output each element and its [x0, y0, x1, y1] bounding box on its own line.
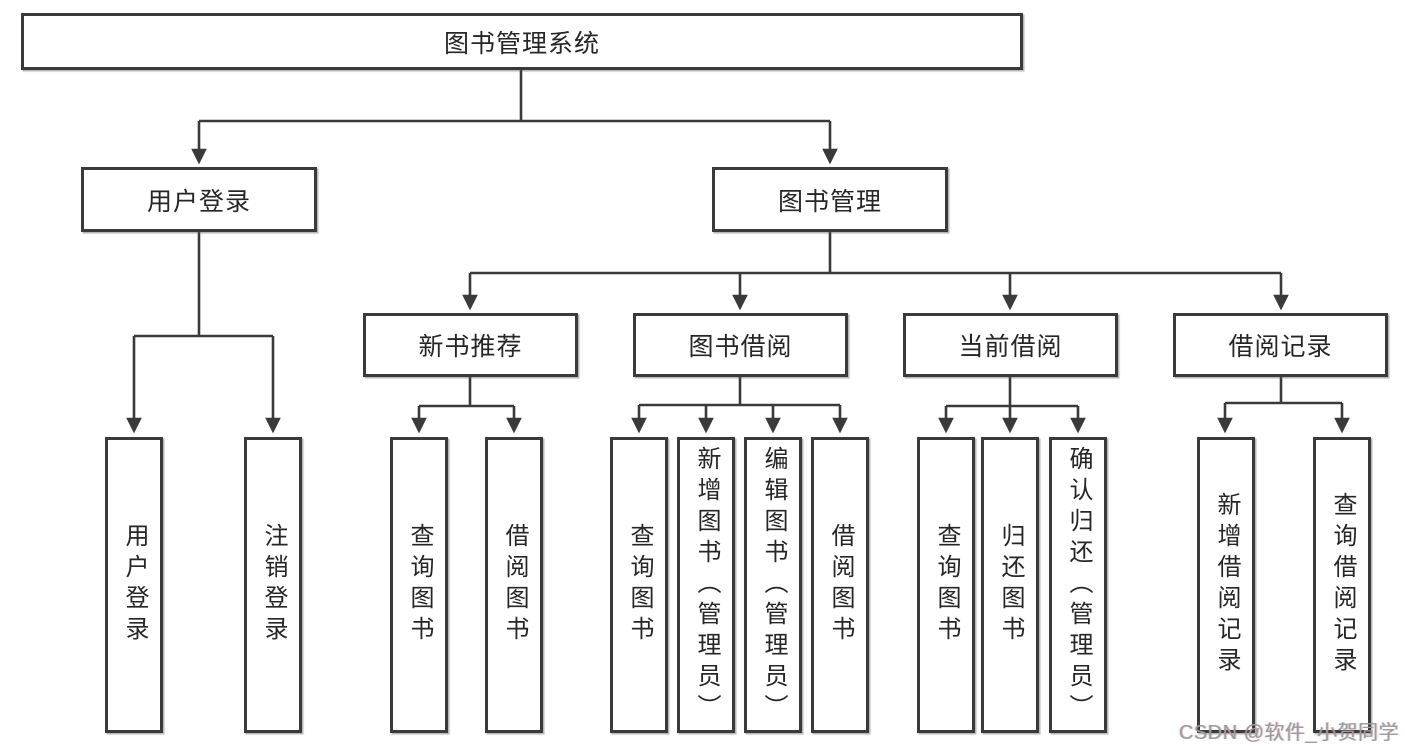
node-system-root-label: 图书管理系统 [443, 29, 600, 58]
leaf-logout-label: 注销登录 [260, 523, 287, 647]
trunk-current-branch [946, 377, 1078, 408]
leaf-edit-book-admin: 编辑图书（管理员） [744, 437, 802, 733]
leaf-borrow-books-label: 借阅图书 [827, 523, 854, 647]
leaf-add-book-admin: 新增图书（管理员） [677, 437, 735, 733]
node-new-book-recommend: 新书推荐 [363, 313, 578, 377]
leaf-query-borrow-record: 查询借阅记录 [1313, 437, 1371, 733]
leaf-user-login-label: 用户登录 [121, 523, 148, 647]
node-user-login-label: 用户登录 [146, 187, 251, 216]
leaf-confirm-return-admin-label: 确认归还（管理员） [1065, 445, 1092, 725]
node-borrow-records: 借阅记录 [1173, 313, 1388, 377]
trunk-root-to-level2 [199, 70, 830, 123]
trunk-user-login-branch [134, 232, 273, 338]
leaf-return-book-label: 归还图书 [997, 523, 1024, 647]
node-user-login: 用户登录 [81, 167, 317, 232]
leaf-confirm-return-admin: 确认归还（管理员） [1049, 437, 1107, 733]
node-book-borrow-label: 图书借阅 [688, 333, 793, 361]
leaf-query-borrow-record-label: 查询借阅记录 [1329, 492, 1356, 678]
node-book-management-label: 图书管理 [777, 187, 882, 216]
leaf-add-book-admin-label: 新增图书（管理员） [693, 445, 720, 725]
leaf-return-book: 归还图书 [981, 437, 1039, 733]
leaf-edit-book-admin-label: 编辑图书（管理员） [760, 445, 787, 725]
trunk-borrow-branch [639, 377, 840, 407]
node-current-borrow: 当前借阅 [903, 313, 1118, 377]
node-book-management: 图书管理 [712, 167, 948, 232]
trunk-records-branch [1225, 377, 1342, 405]
node-new-book-recommend-label: 新书推荐 [418, 333, 523, 361]
leaf-logout: 注销登录 [244, 437, 302, 733]
leaf-borrow-books-recommend-label: 借阅图书 [501, 523, 528, 647]
leaf-query-books-borrow: 查询图书 [610, 437, 668, 733]
leaf-borrow-books-recommend: 借阅图书 [485, 437, 543, 733]
leaf-query-books-current: 查询图书 [917, 437, 975, 733]
trunk-management-to-level3 [470, 232, 1281, 275]
leaf-query-books-recommend-label: 查询图书 [406, 523, 433, 647]
node-book-borrow: 图书借阅 [633, 313, 848, 377]
leaf-add-borrow-record: 新增借阅记录 [1197, 437, 1255, 733]
leaf-query-books-recommend: 查询图书 [390, 437, 448, 733]
node-system-root: 图书管理系统 [21, 13, 1023, 70]
trunk-recommend-branch [419, 377, 514, 408]
leaf-user-login: 用户登录 [105, 437, 163, 733]
leaf-borrow-books: 借阅图书 [811, 437, 869, 733]
leaf-query-books-current-label: 查询图书 [933, 523, 960, 647]
node-borrow-records-label: 借阅记录 [1228, 333, 1333, 361]
leaf-add-borrow-record-label: 新增借阅记录 [1213, 492, 1240, 678]
csdn-watermark: CSDN @软件_小贺同学 [1178, 722, 1399, 744]
leaf-query-books-borrow-label: 查询图书 [626, 523, 653, 647]
node-current-borrow-label: 当前借阅 [958, 333, 1063, 361]
